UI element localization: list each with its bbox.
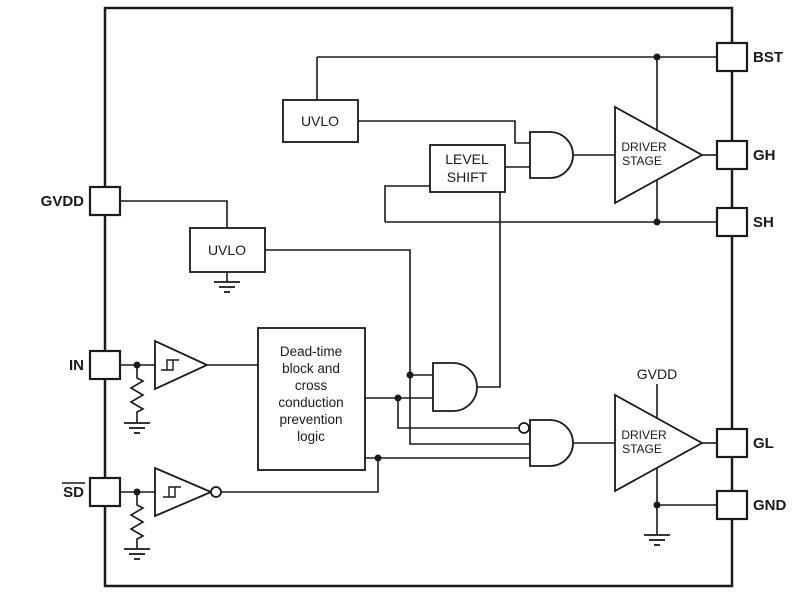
deadtime-label-line6: logic: [297, 429, 325, 444]
inverter-output-bubble: [210, 486, 222, 498]
wire-ho-inhibit-branch: [397, 398, 519, 429]
driver-stage-low-triangle: [614, 393, 704, 493]
wires: [120, 56, 717, 535]
deadtime-block: [257, 327, 366, 471]
pin-in-label: IN: [69, 357, 84, 374]
uvlo-mid-label: UVLO: [208, 242, 246, 258]
schmitt-inverter-sd: [154, 466, 214, 518]
driver-stage-low-label-line1: DRIVER: [621, 428, 667, 442]
pin-sd-label: SD: [63, 484, 84, 501]
driver-stage-high-triangle: [614, 105, 704, 205]
uvlo-mid-block: [189, 227, 266, 273]
chip-outline: [103, 6, 734, 588]
pin-gh-label: GH: [753, 147, 776, 164]
wire-and-mid-to-levelshift: [477, 192, 501, 388]
pin-sh-label: SH: [753, 214, 774, 231]
deadtime-label-line2: block and: [282, 361, 340, 376]
and-gate-mid: [432, 362, 478, 412]
gvdd-rail-label: GVDD: [637, 366, 677, 382]
junction-dot: [133, 361, 141, 369]
hysteresis-icon: [163, 486, 181, 498]
junction-dot: [133, 488, 141, 496]
hysteresis-icon: [161, 359, 179, 371]
resistor-sd-pulldown: [129, 492, 145, 549]
level-shift-block: [429, 144, 506, 193]
and-gate-high-side: [529, 131, 574, 179]
wire-gvdd-to-uvlo-mid: [120, 200, 228, 228]
and-gate-low-side: [529, 419, 574, 467]
pin-sh-terminal: [715, 206, 749, 238]
deadtime-label-line4: conduction: [278, 395, 343, 410]
driver-stage-low-label-line2: STAGE: [622, 442, 662, 456]
junction-dot: [653, 53, 661, 61]
junction-dot: [653, 501, 661, 509]
deadtime-label-line1: Dead-time: [280, 344, 342, 359]
uvlo-top-block: [282, 99, 359, 143]
junction-dot: [406, 371, 414, 379]
pin-gh-terminal: [715, 139, 749, 171]
junction-dot: [394, 394, 402, 402]
schmitt-buffer-in: [154, 339, 210, 391]
wire-uvlo-top-to-and-high: [358, 120, 530, 144]
junction-dot: [653, 218, 661, 226]
deadtime-label-line5: prevention: [279, 412, 342, 427]
pin-in-terminal: [88, 349, 122, 381]
ground-symbol-in-resistor: [124, 422, 150, 434]
level-shift-label-line1: LEVEL: [445, 151, 489, 167]
level-shift-label-line2: SHIFT: [447, 169, 488, 185]
wire-sh-to-levelshift: [384, 185, 430, 222]
pin-gnd-label: GND: [753, 497, 787, 514]
uvlo-top-label: UVLO: [301, 113, 339, 129]
low-gate-input-bubble: [518, 422, 530, 434]
wire-uvlo-mid-out: [265, 249, 530, 445]
ground-symbol-sd-resistor: [124, 548, 150, 560]
deadtime-label-line3: cross: [295, 378, 328, 393]
pin-gl-terminal: [715, 427, 749, 459]
ground-symbol-driver-low: [644, 534, 670, 546]
ground-symbol-uvlo-mid: [214, 281, 240, 293]
pin-gvdd-label: GVDD: [41, 193, 85, 210]
pin-sd-terminal: [88, 476, 122, 508]
junction-dots: [133, 53, 661, 509]
pin-gnd-terminal: [715, 489, 749, 521]
pin-gl-label: GL: [753, 435, 774, 452]
driver-stage-high-label-line2: STAGE: [622, 154, 662, 168]
pin-gvdd-terminal: [88, 185, 122, 217]
junction-dot: [374, 454, 382, 462]
pin-bst-terminal: [715, 41, 749, 73]
pin-bst-label: BST: [753, 49, 783, 66]
resistor-in-pulldown: [129, 365, 145, 423]
wire-sd-enable: [221, 458, 379, 493]
driver-stage-high-label-line1: DRIVER: [621, 140, 667, 154]
